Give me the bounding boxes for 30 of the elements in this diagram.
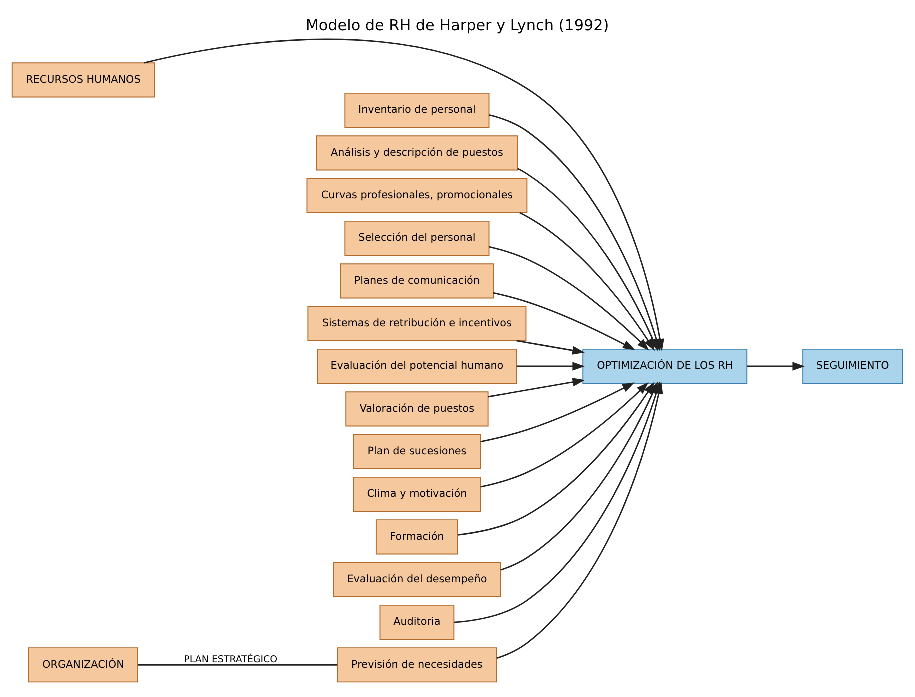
edge-label: PLAN ESTRATÉGICO	[184, 654, 278, 666]
arrow	[489, 246, 650, 351]
arrow	[747, 362, 806, 371]
arrow	[516, 340, 585, 355]
node-box: RECURSOS HUMANOS	[12, 62, 156, 98]
node-box: Selección del personal	[344, 220, 490, 256]
node-box: Clima y motivación	[353, 476, 482, 512]
arrow	[516, 362, 586, 371]
node-box: ORGANIZACIÓN	[28, 648, 138, 683]
node-box: Curvas profesionales, promocionales	[306, 178, 528, 214]
node-box: Auditoria	[380, 604, 455, 640]
node-box: Previsión de necesidades	[337, 648, 498, 683]
arrow	[520, 212, 655, 352]
arrow	[480, 382, 649, 488]
node-box: SEGUIMIENTO	[802, 348, 904, 384]
node-box: Inventario de personal	[344, 92, 490, 128]
node-box: Evaluación del potencial humano	[317, 348, 518, 384]
arrow	[488, 378, 586, 398]
arrow	[493, 292, 636, 350]
connector	[138, 664, 338, 666]
node-box: Formación	[376, 520, 458, 555]
node-box: Sistemas de retribución e incentivos	[308, 306, 527, 342]
node-box: Análisis y descripción de puestos	[316, 136, 518, 171]
node-box: Evaluación del desempeño	[333, 562, 502, 598]
diagram-title: Modelo de RH de Harper y Lynch (1992)	[306, 16, 610, 35]
node-box: OPTIMIZACIÓN DE LOS RH	[582, 348, 748, 384]
arrow	[480, 382, 635, 443]
node-box: Valoración de puestos	[346, 392, 489, 427]
node-box: Plan de sucesiones	[353, 434, 482, 470]
node-box: Planes de comunicación	[340, 264, 494, 299]
